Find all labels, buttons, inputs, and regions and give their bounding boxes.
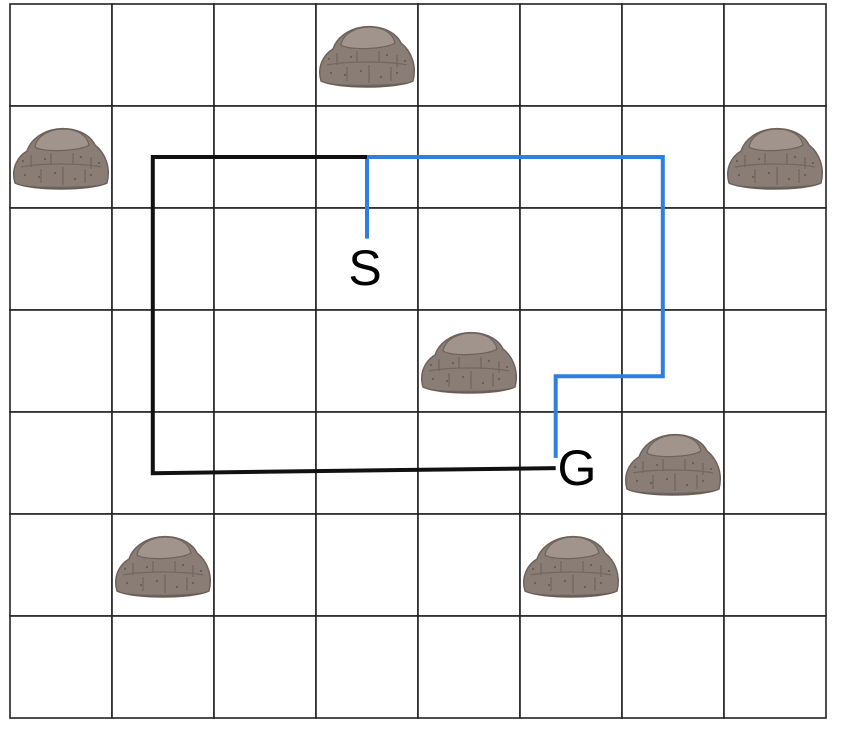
start-marker: S [348,240,381,296]
grid-cell [621,3,725,107]
grid-cell [9,309,113,413]
grid-cell [519,207,623,311]
grid-cell [723,615,827,719]
grid-cell [417,411,521,515]
rock-icon [523,535,619,598]
rocks-layer [13,25,823,598]
grid-cell [723,3,827,107]
grid-cell [519,615,623,719]
rock-icon [319,25,415,88]
grid-cell [9,3,113,107]
grid-cell [315,615,419,719]
grid-cell [9,411,113,515]
grid-cell [111,411,215,515]
blue-path [365,155,665,458]
grid-cell [111,207,215,311]
grid-cell [519,3,623,107]
grid-cell [9,513,113,617]
grid-cell [417,207,521,311]
grid-cell [417,513,521,617]
black-path [150,155,556,476]
grid-cell [315,513,419,617]
grid-cell [213,411,317,515]
grid-cell [213,615,317,719]
grid-cell [213,513,317,617]
markers-layer: S G [348,240,596,496]
paths-layer [150,155,665,476]
grid-cells [9,3,827,719]
rock-icon [727,127,823,190]
grid-cell [213,3,317,107]
rock-icon [13,127,109,190]
grid-cell [111,309,215,413]
grid-cell [315,309,419,413]
grid-cell [9,207,113,311]
grid-cell [621,309,725,413]
grid-cell [111,615,215,719]
grid-cell [213,207,317,311]
rock-icon [115,535,211,598]
grid-cell [111,3,215,107]
grid-cell [315,411,419,515]
grid-cell [9,615,113,719]
grid-cell [417,3,521,107]
grid-cell [621,513,725,617]
grid-cell [417,615,521,719]
grid-cell [621,207,725,311]
grid-cell [519,411,623,515]
grid-cell [723,513,827,617]
grid-cell [723,207,827,311]
rock-icon [421,331,517,394]
grid-cell [723,411,827,515]
grid-cell [213,309,317,413]
grid-cell [519,309,623,413]
grid-cell [723,309,827,413]
goal-marker: G [558,440,597,496]
grid-cell [621,615,725,719]
rock-icon [625,433,721,496]
